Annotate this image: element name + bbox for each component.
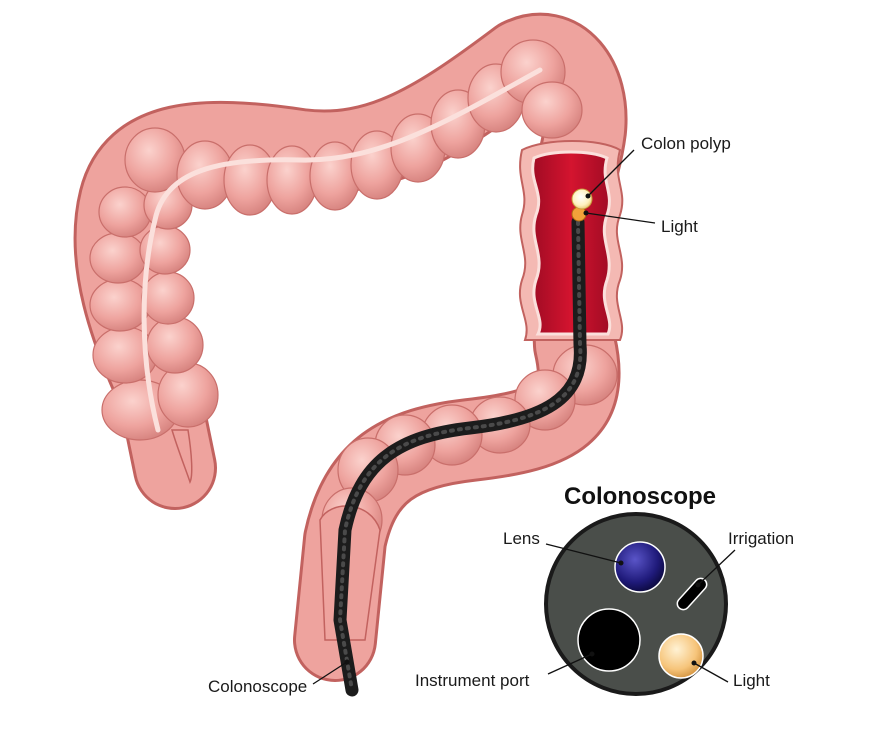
label-colon-polyp: Colon polyp bbox=[585, 134, 731, 199]
light-label: Light bbox=[661, 217, 698, 236]
tip-light-label: Light bbox=[733, 671, 770, 690]
colonoscope-tip-inset: Colonoscope Lens Irrigation Instrument p… bbox=[415, 483, 794, 696]
colon-polyp bbox=[571, 188, 593, 210]
lens-label: Lens bbox=[503, 529, 540, 548]
colon-cutaway bbox=[518, 140, 624, 341]
label-instrument-port: Instrument port bbox=[415, 651, 595, 690]
colon-taenia bbox=[141, 67, 543, 433]
label-irrigation: Irrigation bbox=[695, 529, 794, 588]
colon bbox=[73, 12, 628, 682]
colonoscope-label: Colonoscope bbox=[208, 677, 307, 696]
appendix bbox=[170, 429, 193, 484]
inset-title: Colonoscope bbox=[564, 483, 716, 510]
label-lens: Lens bbox=[503, 529, 624, 566]
instrument-port bbox=[577, 608, 641, 672]
label-colonoscope: Colonoscope bbox=[208, 659, 350, 696]
instrument-port-label: Instrument port bbox=[415, 671, 530, 690]
lens bbox=[614, 541, 666, 593]
colonoscope-tube bbox=[333, 215, 587, 697]
irrigation-label: Irrigation bbox=[728, 529, 794, 548]
colon-polyp-label: Colon polyp bbox=[641, 134, 731, 153]
label-light-top: Light bbox=[583, 210, 698, 236]
tip-light bbox=[658, 633, 704, 679]
label-tip-light: Light bbox=[691, 660, 770, 690]
